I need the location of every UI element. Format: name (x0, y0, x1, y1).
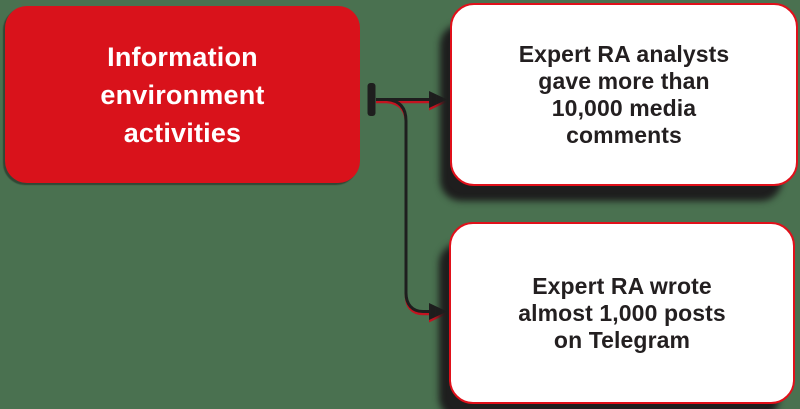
echo-arrowhead-top (429, 93, 447, 111)
result-node-media-comments: Expert RA analysts gave more than 10,000… (450, 3, 798, 186)
result-2-label-line-2: almost 1,000 posts (518, 299, 726, 326)
echo-line-bottom (386, 100, 429, 316)
arrowhead-top-icon (429, 91, 447, 108)
result-1-label-line-3: 10,000 media (551, 94, 697, 121)
result-node-telegram-posts: Expert RA wrote almost 1,000 posts on Te… (449, 222, 795, 404)
connector-stub (367, 83, 376, 116)
source-node-information-environment-activities: Information environment activities (5, 6, 360, 183)
connector-red-echo (376, 93, 447, 323)
result-1-label-line-2: gave more than (538, 67, 710, 94)
result-2-label-line-1: Expert RA wrote (532, 272, 712, 299)
arrow-line-bottom (386, 98, 429, 313)
result-1-label-line-1: Expert RA analysts (518, 40, 730, 67)
result-2-label-line-3: on Telegram (553, 326, 691, 353)
result-1-label-line-4: comments (566, 121, 682, 148)
source-label-line-2: environment (100, 79, 265, 110)
arrowhead-bottom-icon (429, 303, 447, 320)
echo-arrowhead-bottom (429, 305, 447, 323)
source-label-line-3: activities (123, 117, 242, 148)
source-label-line-1: Information (107, 41, 258, 72)
